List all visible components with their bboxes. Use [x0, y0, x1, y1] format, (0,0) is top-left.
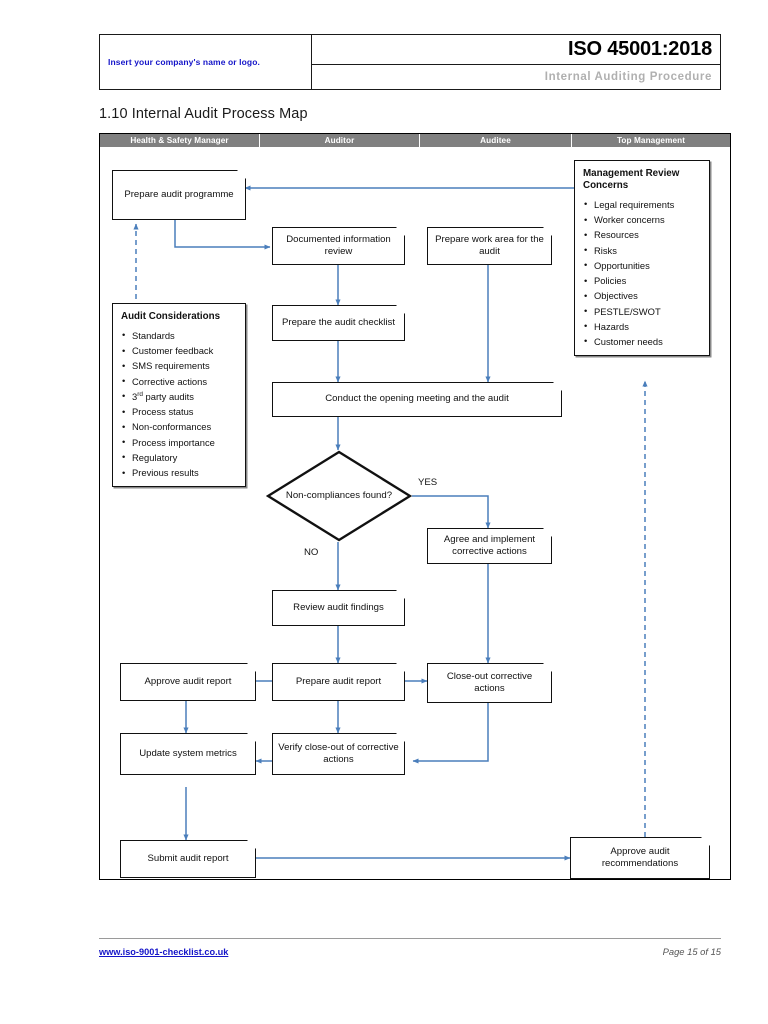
- swimlane-header-auditee: Auditee: [420, 134, 572, 147]
- note-management-review-list: Legal requirements Worker concerns Resou…: [583, 196, 701, 349]
- node-prepare-audit-checklist[interactable]: Prepare the audit checklist: [272, 305, 405, 341]
- node-prepare-audit-programme[interactable]: Prepare audit programme: [112, 170, 246, 220]
- list-item: Non-conformances: [121, 419, 237, 434]
- list-item: Hazards: [583, 318, 701, 334]
- document-subtitle: Internal Auditing Procedure: [544, 71, 712, 83]
- node-agree-corrective-actions[interactable]: Agree and implement corrective actions: [427, 528, 552, 564]
- decision-diamond-shape: [266, 450, 412, 542]
- list-item: Worker concerns: [583, 212, 701, 227]
- list-item: Policies: [583, 273, 701, 288]
- company-logo-cell: Insert your company's name or logo.: [100, 35, 312, 89]
- list-item: Opportunities: [583, 257, 701, 273]
- note-audit-considerations: Audit Considerations Standards Customer …: [112, 303, 246, 488]
- standard-title: ISO 45001:2018: [568, 38, 712, 60]
- list-item: Standards: [121, 327, 237, 343]
- process-map-canvas: Health & Safety Manager Auditor Auditee …: [99, 133, 731, 880]
- branch-label-yes: YES: [418, 477, 438, 488]
- node-conduct-opening-meeting[interactable]: Conduct the opening meeting and the audi…: [272, 382, 562, 417]
- swimlane-header-top-management: Top Management: [572, 134, 730, 147]
- page-title: 1.10 Internal Audit Process Map: [99, 106, 308, 122]
- list-item: Customer feedback: [121, 343, 237, 358]
- branch-label-no: NO: [304, 547, 319, 558]
- node-verify-close-out[interactable]: Verify close-out of corrective actions: [272, 733, 405, 775]
- list-item: Process status: [121, 404, 237, 419]
- list-item: Legal requirements: [583, 196, 701, 212]
- subtitle-row: Internal Auditing Procedure: [312, 65, 720, 89]
- node-approve-audit-recommendations[interactable]: Approve audit recommendations: [570, 837, 710, 879]
- list-item: 3rd party audits: [121, 388, 237, 404]
- document-title-cell: ISO 45001:2018 Internal Auditing Procedu…: [312, 35, 720, 89]
- swimlane-header-auditor: Auditor: [260, 134, 420, 147]
- list-item: Process importance: [121, 434, 237, 450]
- page-footer: www.iso-9001-checklist.co.uk Page 15 of …: [99, 938, 721, 957]
- node-decision-non-compliances[interactable]: Non-compliances found?: [266, 450, 412, 542]
- note-audit-considerations-list: Standards Customer feedback SMS requirem…: [121, 327, 237, 480]
- node-close-out-corrective-actions[interactable]: Close-out corrective actions: [427, 663, 552, 703]
- note-management-review-title: Management Review Concerns: [583, 168, 680, 191]
- node-approve-audit-report[interactable]: Approve audit report: [120, 663, 256, 701]
- footer-website-link[interactable]: www.iso-9001-checklist.co.uk: [99, 947, 229, 957]
- node-documented-information-review[interactable]: Documented information review: [272, 227, 405, 265]
- list-item: Risks: [583, 242, 701, 258]
- diagram-layer: Prepare audit programme Audit Considerat…: [100, 147, 732, 880]
- swimlane-header-health-safety-manager: Health & Safety Manager: [100, 134, 260, 147]
- note-audit-considerations-title: Audit Considerations: [121, 311, 221, 322]
- footer-page-number: Page 15 of 15: [662, 946, 721, 957]
- node-review-audit-findings[interactable]: Review audit findings: [272, 590, 405, 626]
- document-header: Insert your company's name or logo. ISO …: [99, 34, 721, 90]
- list-item: Previous results: [121, 465, 237, 480]
- node-submit-audit-report[interactable]: Submit audit report: [120, 840, 256, 878]
- list-item: SMS requirements: [121, 358, 237, 373]
- note-management-review-concerns: Management Review Concerns Legal require…: [574, 160, 710, 357]
- list-item: Objectives: [583, 288, 701, 303]
- list-item: PESTLE/SWOT: [583, 303, 701, 319]
- node-prepare-audit-report[interactable]: Prepare audit report: [272, 663, 405, 701]
- swimlane-header-row: Health & Safety Manager Auditor Auditee …: [100, 134, 730, 147]
- list-item: Resources: [583, 227, 701, 242]
- list-item: Customer needs: [583, 333, 701, 349]
- list-item: Regulatory: [121, 449, 237, 465]
- list-item: Corrective actions: [121, 373, 237, 389]
- node-prepare-work-area[interactable]: Prepare work area for the audit: [427, 227, 552, 265]
- node-update-system-metrics[interactable]: Update system metrics: [120, 733, 256, 775]
- company-logo-placeholder: Insert your company's name or logo.: [108, 57, 260, 67]
- standard-row: ISO 45001:2018: [312, 35, 720, 65]
- decision-label: Non-compliances found?: [285, 489, 393, 501]
